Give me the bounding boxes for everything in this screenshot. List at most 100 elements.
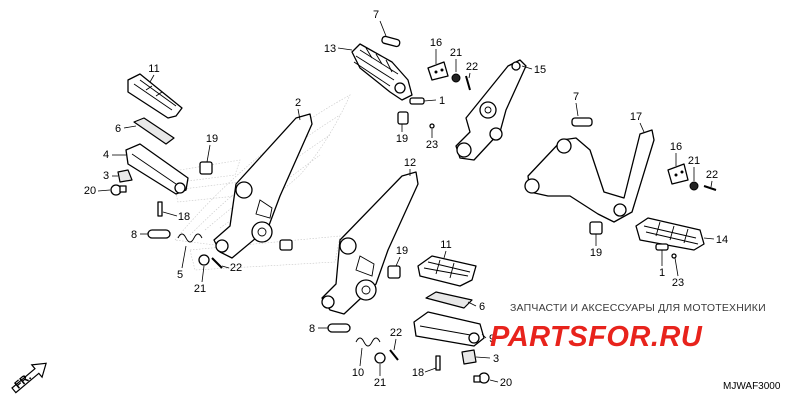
callout-21-mid: 21 (374, 364, 386, 389)
callout-4: 4 (103, 149, 126, 161)
svg-text:3: 3 (493, 353, 499, 365)
svg-text:2: 2 (295, 97, 301, 109)
svg-text:22: 22 (466, 61, 478, 73)
callout-2: 2 (295, 97, 301, 121)
callout-9: 9 (481, 333, 495, 345)
callout-17: 17 (630, 111, 645, 133)
bolt-19-mid (387, 265, 401, 279)
callout-16-top: 16 (430, 37, 442, 64)
callout-22-mid: 22 (390, 327, 402, 351)
svg-text:19: 19 (590, 247, 602, 259)
svg-text:19: 19 (396, 133, 408, 145)
bolt-20-mid (473, 372, 490, 384)
screw-18-left (157, 201, 163, 217)
svg-text:5: 5 (177, 269, 183, 281)
spring-1-right (655, 243, 669, 251)
svg-text:19: 19 (206, 133, 218, 145)
bolt-19-left (199, 161, 213, 175)
svg-text:23: 23 (672, 277, 684, 289)
callout-22-right: 22 (706, 169, 718, 188)
svg-text:14: 14 (716, 234, 728, 246)
callout-14: 14 (703, 234, 728, 246)
callout-1-right: 1 (659, 250, 665, 279)
callout-8-left: 8 (131, 229, 148, 241)
svg-text:15: 15 (534, 64, 546, 76)
screw-18-mid (435, 355, 441, 371)
front-direction-arrow-icon: FR. (11, 362, 47, 394)
pin-7-top (381, 35, 401, 48)
washer-21-mid (374, 352, 386, 364)
callout-15: 15 (521, 64, 546, 76)
callout-1-top: 1 (423, 95, 445, 107)
svg-text:3: 3 (103, 170, 109, 182)
svg-text:1: 1 (439, 95, 445, 107)
bracket-12 (321, 171, 419, 315)
callout-8-mid: 8 (309, 323, 328, 335)
diagram-code: MJWAF3000 (723, 381, 781, 392)
callout-19-top: 19 (396, 124, 408, 145)
washer-16-right (667, 163, 689, 185)
ball-23-right (671, 253, 677, 259)
callout-7-right: 7 (573, 91, 579, 117)
svg-text:16: 16 (430, 37, 442, 49)
svg-text:7: 7 (373, 9, 379, 21)
callout-11-left: 11 (148, 63, 160, 83)
svg-text:6: 6 (115, 123, 121, 135)
svg-text:4: 4 (103, 149, 109, 161)
washer-16-top (427, 61, 449, 81)
callout-10: 10 (352, 347, 364, 379)
callout-21-left: 21 (194, 265, 206, 295)
callout-19-right: 19 (590, 234, 602, 259)
bolt-19-top (397, 111, 409, 125)
cotter-pin-22-top (465, 75, 471, 91)
svg-text:12: 12 (404, 157, 416, 169)
callout-3-left: 3 (103, 170, 118, 182)
bracket-15 (455, 59, 527, 161)
svg-text:21: 21 (450, 47, 462, 59)
svg-text:20: 20 (84, 185, 96, 197)
callout-7-top: 7 (373, 9, 387, 37)
svg-text:23: 23 (426, 139, 438, 151)
svg-text:17: 17 (630, 111, 642, 123)
bolt-19-right (589, 221, 603, 235)
footpeg-14 (635, 217, 705, 251)
spring-10 (355, 337, 381, 347)
callout-11-mid: 11 (440, 239, 452, 259)
svg-text:11: 11 (440, 239, 451, 251)
washer-21-right (689, 181, 699, 191)
footpeg-rubber-11-left (127, 73, 183, 119)
watermark-tagline: ЗАПЧАСТИ И АКСЕССУАРЫ ДЛЯ МОТОТЕХНИКИ (510, 302, 766, 314)
svg-text:8: 8 (131, 229, 137, 241)
svg-text:7: 7 (573, 91, 579, 103)
svg-text:9: 9 (489, 333, 495, 345)
spring-5 (177, 233, 203, 243)
plate-6-mid (425, 291, 473, 309)
svg-text:PARTSFOR.RU: PARTSFOR.RU (490, 321, 703, 353)
svg-text:13: 13 (324, 43, 336, 55)
callout-13: 13 (324, 43, 353, 55)
cotter-pin-22-left (211, 257, 223, 269)
svg-text:16: 16 (670, 141, 682, 153)
svg-text:22: 22 (706, 169, 718, 181)
spring-1-top (409, 97, 425, 105)
svg-text:18: 18 (178, 211, 190, 223)
callout-21-top: 21 (450, 47, 462, 72)
svg-text:20: 20 (500, 377, 512, 389)
callout-19-left: 19 (206, 133, 218, 163)
partsfor-logo: PARTSFOR.RU (490, 321, 703, 353)
bolt-20-left (110, 184, 127, 196)
callout-18-mid: 18 (412, 367, 437, 379)
ball-23-top (429, 123, 435, 129)
callout-6-left: 6 (115, 123, 137, 135)
callout-21-right: 21 (688, 155, 700, 181)
callout-6-mid: 6 (467, 301, 485, 313)
rider-footpeg-13 (351, 43, 413, 101)
cotter-pin-22-right (703, 185, 717, 191)
washer-21-top (451, 73, 461, 83)
svg-text:6: 6 (479, 301, 485, 313)
pin-8-mid (327, 323, 351, 333)
callout-22-left: 22 (221, 262, 242, 274)
bracket-2 (213, 113, 313, 259)
callouts: 7 13 16 21 22 15 1 19 23 11 6 4 3 20 18 … (84, 9, 728, 389)
